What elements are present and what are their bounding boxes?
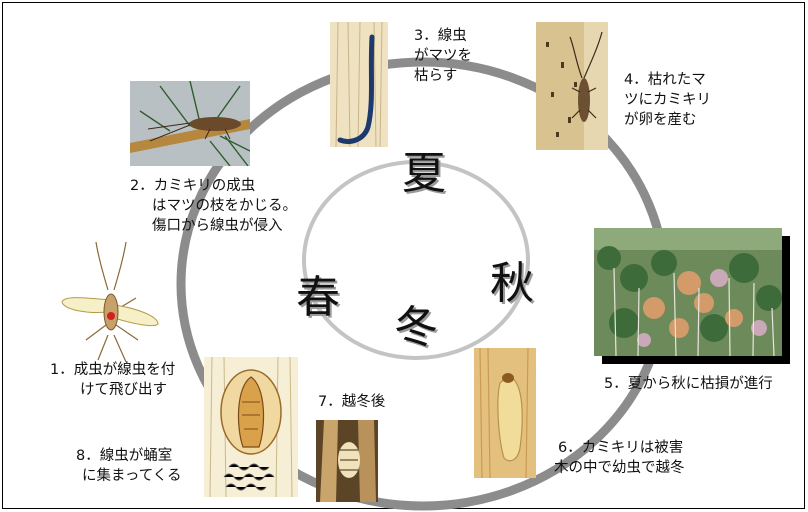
step-7-line: 7．越冬後 bbox=[318, 394, 386, 410]
photo-forest-damage bbox=[594, 228, 782, 356]
step-1-line: 1．成虫が線虫を付 bbox=[50, 362, 176, 378]
step-4-line: が卵を産む bbox=[624, 112, 697, 128]
step-4-line: 4．枯れたマ bbox=[624, 72, 706, 88]
step-4-line: ツにカミキリ bbox=[624, 92, 711, 108]
illustration-pupal-chamber bbox=[204, 357, 298, 497]
step-3-line: がマツを bbox=[414, 48, 472, 64]
step-6-caption: 6．カミキリは被害 木の中で幼虫で越冬 bbox=[554, 438, 685, 478]
step-5-line: 5．夏から秋に枯損が進行 bbox=[604, 376, 773, 392]
step-6-line: 6．カミキリは被害 bbox=[558, 440, 684, 456]
photo-beetle-on-branch bbox=[130, 81, 250, 166]
season-spring-label: 春 bbox=[296, 272, 340, 323]
step-8-line: に集まってくる bbox=[82, 468, 182, 484]
step-3-line: 3．線虫 bbox=[414, 28, 467, 44]
season-summer-label: 夏 bbox=[402, 148, 446, 199]
photo-larva-in-wood bbox=[474, 348, 536, 478]
step-2-caption: 2．カミキリの成虫 はマツの枝をかじる。 傷口から線虫が侵入 bbox=[130, 176, 297, 236]
step-7-caption: 7．越冬後 bbox=[318, 392, 385, 412]
step-3-caption: 3．線虫 がマツを 枯らす bbox=[414, 26, 472, 86]
step-5-caption: 5．夏から秋に枯損が進行 bbox=[604, 374, 773, 394]
step-2-line: 傷口から線虫が侵入 bbox=[152, 218, 283, 234]
inner-season-ring bbox=[302, 160, 530, 360]
step-4-caption: 4．枯れたマ ツにカミキリ が卵を産む bbox=[624, 70, 711, 130]
step-2-line: はマツの枝をかじる。 bbox=[152, 198, 297, 214]
illustration-flying-beetle bbox=[58, 240, 168, 365]
photo-nematode-in-wood bbox=[330, 22, 388, 147]
step-1-caption: 1．成虫が線虫を付 けて飛び出す bbox=[50, 360, 175, 400]
step-8-caption: 8．線虫が蛹室 に集まってくる bbox=[76, 446, 181, 486]
photo-beetle-on-trunk bbox=[536, 22, 608, 150]
season-winter-label: 冬 bbox=[394, 302, 438, 353]
season-autumn-label: 秋 bbox=[490, 258, 534, 309]
step-8-line: 8．線虫が蛹室 bbox=[76, 448, 173, 464]
photo-pupa-in-wood bbox=[316, 420, 378, 502]
step-1-line: けて飛び出す bbox=[80, 382, 167, 398]
step-6-line: 木の中で幼虫で越冬 bbox=[554, 460, 685, 476]
step-3-line: 枯らす bbox=[414, 68, 458, 84]
step-2-line: 2．カミキリの成虫 bbox=[130, 178, 256, 194]
